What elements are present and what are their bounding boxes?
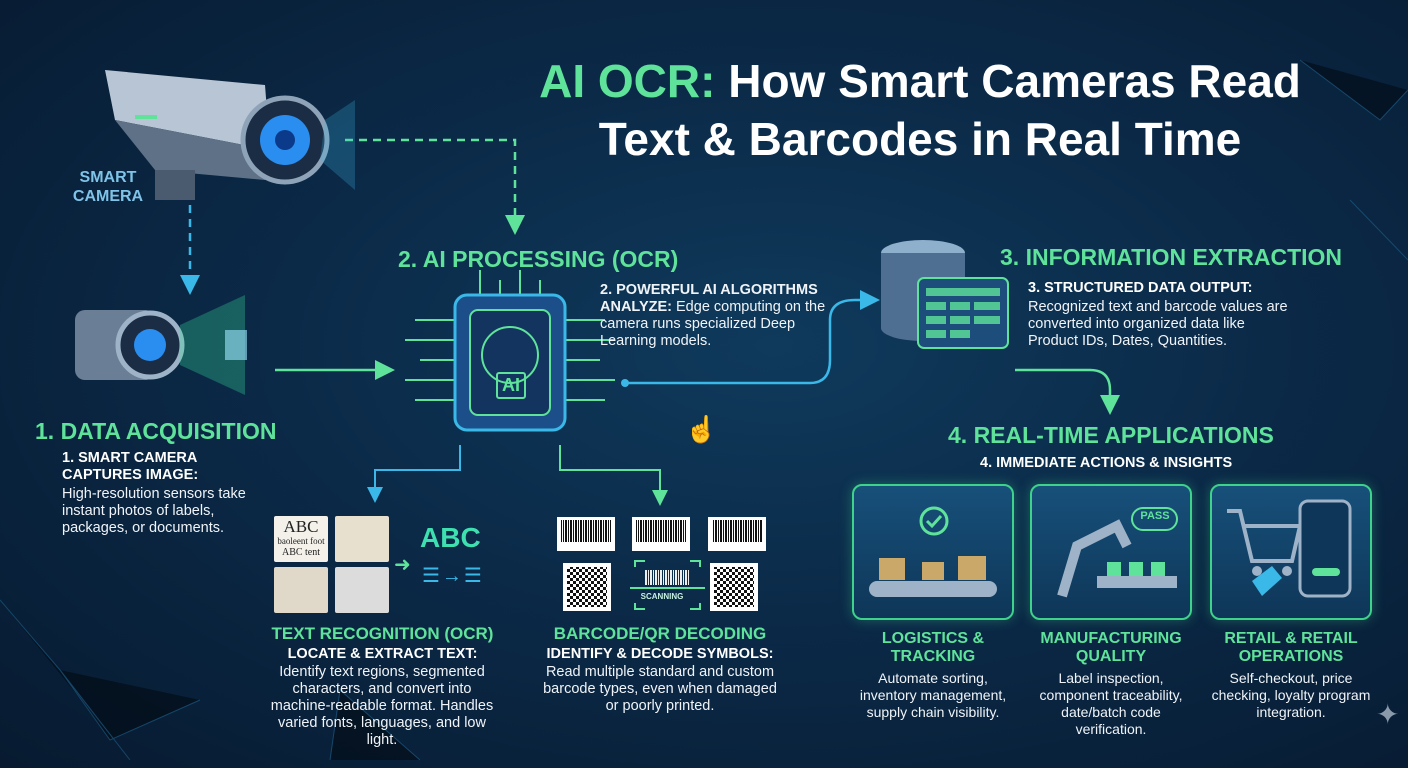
- card-retail-title: RETAIL & RETAIL OPERATIONS: [1224, 630, 1358, 665]
- step1-subheading: 1. SMART CAMERA CAPTURES IMAGE:: [62, 450, 199, 483]
- card-retail: [1210, 484, 1372, 620]
- scanning-label: SCANNING: [640, 592, 684, 601]
- cursor-click-icon: ☝: [685, 414, 718, 444]
- step2-heading: 2. AI PROCESSING (OCR): [398, 246, 679, 272]
- robot-arm-icon: [1057, 507, 1178, 598]
- step4-subheading: 4. IMMEDIATE ACTIONS & INSIGHTS: [980, 455, 1233, 471]
- step4-heading: 4. REAL-TIME APPLICATIONS: [948, 422, 1274, 448]
- chip-label: AI: [496, 372, 526, 399]
- pass-badge: PASS: [1140, 510, 1170, 522]
- card-logistics-body: Automate sorting, inventory management, …: [859, 670, 1007, 720]
- ocr-output-label: ABC: [420, 522, 481, 553]
- step1-heading: 1. DATA ACQUISITION: [35, 418, 277, 444]
- scan-frame-icon: [630, 560, 705, 610]
- step2-description: 2. POWERFUL AI ALGORITHMS ANALYZE: Edge …: [600, 282, 826, 349]
- barcode-samples: [557, 517, 766, 611]
- shopping-cart-icon: [1227, 499, 1352, 598]
- barcode-body: Read multiple standard and custom barcod…: [543, 664, 777, 714]
- text-recognition-body: Identify text regions, segmented charact…: [270, 664, 494, 748]
- barcode-icon: [708, 517, 766, 551]
- text-recognition-subheading: LOCATE & EXTRACT TEXT:: [287, 646, 478, 662]
- camera-label: SMART CAMERA: [72, 169, 144, 205]
- ai-chip-icon: [405, 270, 615, 432]
- card-manufacturing-title: MANUFACTURING QUALITY: [1040, 630, 1182, 665]
- security-camera-icon: [105, 70, 355, 200]
- datamatrix-icon: [563, 563, 611, 611]
- document-convert-icon: ☰→☰: [422, 565, 484, 587]
- page-title: AI OCR: How Smart Cameras Read Text & Ba…: [539, 55, 1301, 165]
- card-manufacturing-body: Label inspection, component traceability…: [1039, 670, 1183, 737]
- conveyor-icon: [869, 506, 997, 597]
- camera-capture-icon: [75, 295, 247, 395]
- text-recognition-heading: TEXT RECOGNITION (OCR): [271, 624, 494, 643]
- arrow-right-icon: ➜: [394, 554, 411, 576]
- step3-body: Recognized text and barcode values are c…: [1028, 299, 1288, 349]
- database-table-icon: [881, 240, 1009, 349]
- step3-heading: 3. INFORMATION EXTRACTION: [1000, 244, 1343, 270]
- step1-body: High-resolution sensors take instant pho…: [62, 486, 246, 536]
- qr-code-icon: [710, 563, 758, 611]
- card-logistics: [852, 484, 1014, 620]
- card-manufacturing: [1030, 484, 1192, 620]
- barcode-icon: [557, 517, 615, 551]
- handwriting-sample-tile: [335, 516, 389, 562]
- sparkle-icon: ✦: [1376, 699, 1400, 730]
- step3-subheading: 3. STRUCTURED DATA OUTPUT:: [1028, 280, 1253, 296]
- handwriting-sample-tile: [274, 567, 328, 613]
- step2-subheading: 2. POWERFUL AI ALGORITHMS ANALYZE:: [600, 282, 818, 315]
- card-logistics-title: LOGISTICS & TRACKING: [881, 630, 985, 665]
- barcode-heading: BARCODE/QR DECODING: [553, 624, 767, 643]
- card-retail-body: Self-checkout, price checking, loyalty p…: [1211, 670, 1371, 720]
- barcode-icon: [632, 517, 690, 551]
- rotated-text-sample-tile: [335, 567, 389, 613]
- barcode-subheading: IDENTIFY & DECODE SYMBOLS:: [546, 646, 774, 662]
